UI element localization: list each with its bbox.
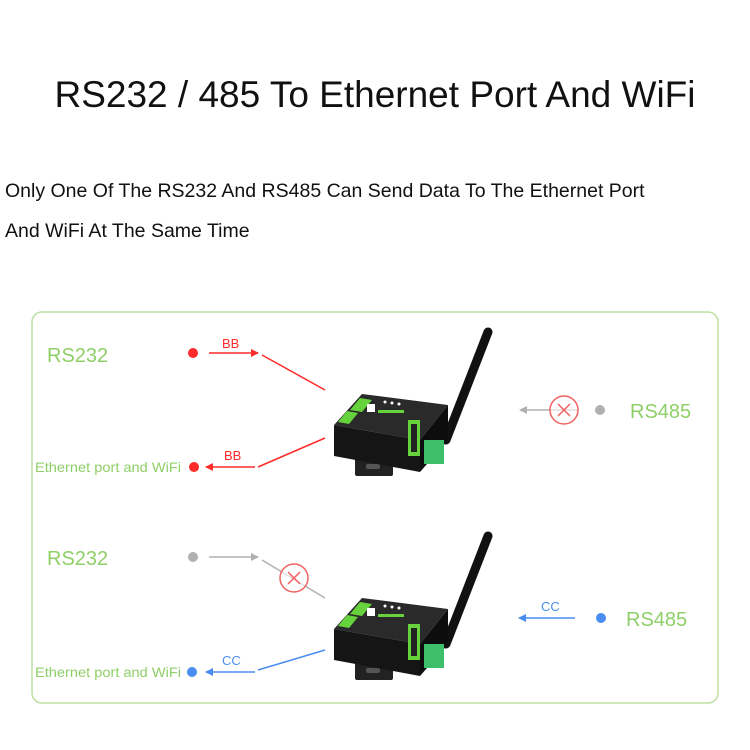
rs232-flow-label: BB: [222, 336, 239, 351]
ethernet-wifi-label: Ethernet port and WiFi: [35, 664, 181, 680]
rs232-dot: [188, 552, 198, 562]
output-flow-label: BB: [224, 448, 241, 463]
rs485-label: RS485: [626, 609, 687, 631]
output-link: [257, 649, 326, 671]
rs485-label: RS485: [630, 401, 691, 423]
ethernet-dot: [189, 462, 199, 472]
rs485-dot: [596, 613, 606, 623]
rs232-link: [261, 354, 326, 391]
scenario-rs485-active: RS232 Ethernet port and WiFi CC CC RS485: [35, 536, 687, 680]
page-title: RS232 / 485 To Ethernet Port And WiFi: [54, 74, 696, 115]
ethernet-wifi-label: Ethernet port and WiFi: [35, 459, 181, 475]
rs232-label: RS232: [47, 345, 108, 367]
rs485-dot: [595, 405, 605, 415]
rs232-label: RS232: [47, 548, 108, 570]
output-link: [257, 437, 326, 468]
rs232-dot: [188, 348, 198, 358]
subtitle-line-1: Only One Of The RS232 And RS485 Can Send…: [5, 180, 645, 202]
diagram-panel: [31, 311, 719, 704]
rs485-flow-label: CC: [541, 599, 560, 614]
serial-server-device-icon: [334, 332, 488, 476]
serial-server-device-icon: [334, 536, 488, 680]
subtitle-line-2: And WiFi At The Same Time: [5, 220, 250, 242]
ethernet-dot: [187, 667, 197, 677]
scenario-rs232-active: RS232 BB Ethernet port and WiFi BB RS485: [35, 332, 691, 476]
output-flow-label: CC: [222, 653, 241, 668]
